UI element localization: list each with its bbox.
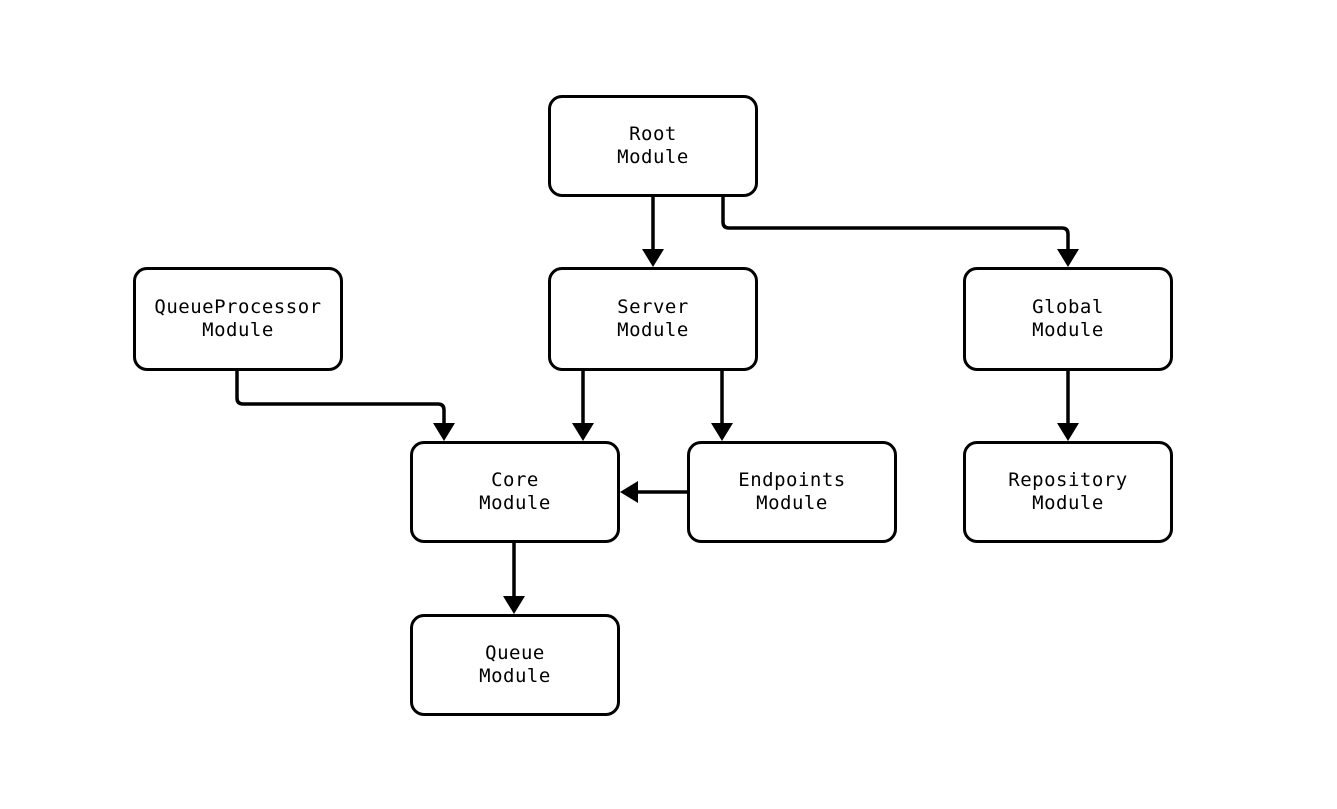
arrowhead-server-to-core [572, 423, 594, 441]
node-global[interactable]: Global Module [963, 267, 1173, 371]
node-queueprocessor-name: QueueProcessor [154, 296, 322, 318]
node-server-name: Server [617, 296, 689, 318]
node-server-suffix: Module [617, 319, 689, 341]
node-core[interactable]: Core Module [410, 441, 620, 543]
node-server[interactable]: Server Module [548, 267, 758, 371]
node-queueprocessor[interactable]: QueueProcessor Module [133, 267, 343, 371]
node-repository-suffix: Module [1032, 492, 1104, 514]
node-core-name: Core [491, 469, 539, 491]
node-queue-name: Queue [485, 642, 545, 664]
node-root[interactable]: Root Module [548, 95, 758, 197]
arrowhead-endpoints-to-core [620, 481, 638, 503]
node-global-name: Global [1032, 296, 1104, 318]
edge-root-to-global [721, 197, 1070, 249]
arrowhead-root-to-server [642, 249, 664, 267]
arrowhead-core-to-queue [503, 596, 525, 614]
node-endpoints[interactable]: Endpoints Module [687, 441, 897, 543]
node-queue[interactable]: Queue Module [410, 614, 620, 716]
node-core-suffix: Module [479, 492, 551, 514]
node-endpoints-suffix: Module [756, 492, 828, 514]
node-repository-name: Repository [1008, 469, 1128, 491]
arrowhead-global-to-repository [1057, 423, 1079, 441]
node-root-name: Root [629, 123, 677, 145]
edge-queueprocessor-to-core [235, 371, 446, 423]
arrowhead-root-to-global [1057, 249, 1079, 267]
arrowhead-queueprocessor-to-core [433, 423, 455, 441]
node-root-suffix: Module [617, 146, 689, 168]
node-queue-suffix: Module [479, 665, 551, 687]
arrowhead-server-to-endpoints [711, 423, 733, 441]
node-queueprocessor-suffix: Module [202, 319, 274, 341]
node-repository[interactable]: Repository Module [963, 441, 1173, 543]
node-global-suffix: Module [1032, 319, 1104, 341]
node-endpoints-name: Endpoints [738, 469, 846, 491]
